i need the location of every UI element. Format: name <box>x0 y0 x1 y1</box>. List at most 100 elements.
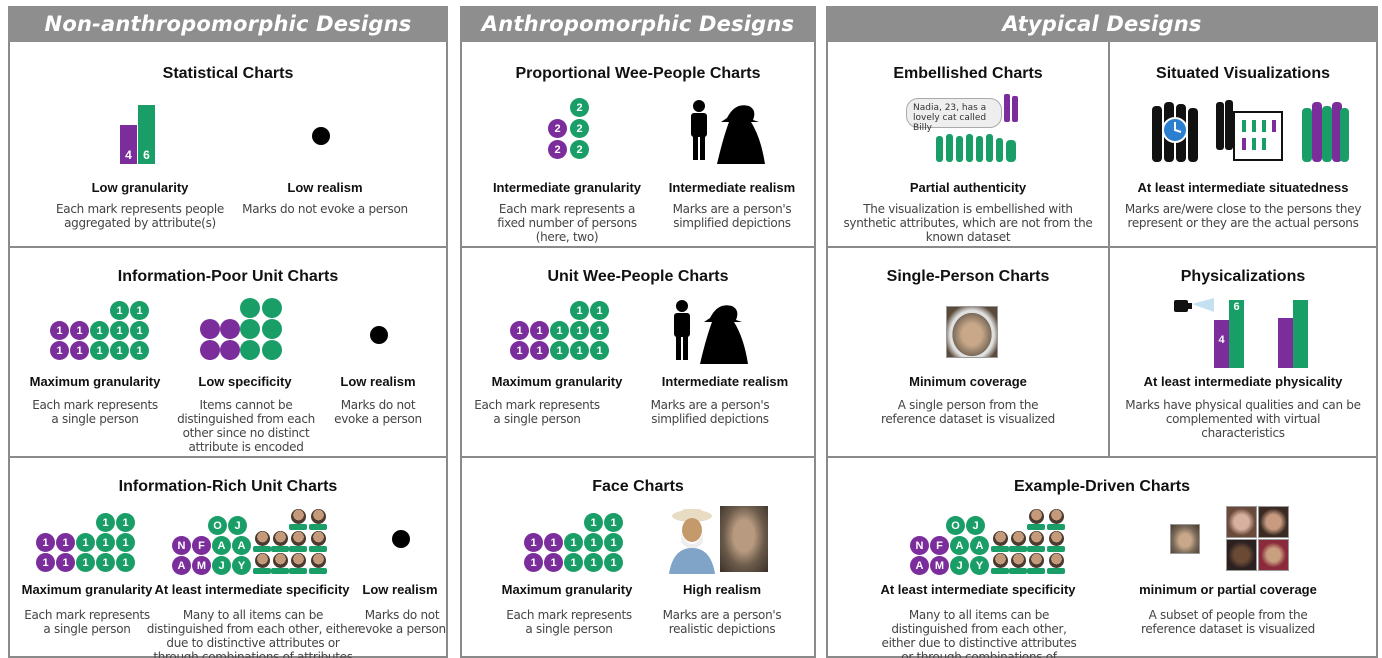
cell-physicalizations: Physicalizations 4 6 At least intermedia… <box>1110 248 1376 456</box>
letter-dot: J <box>966 516 985 535</box>
person-photo <box>946 306 998 358</box>
face-photo <box>1258 506 1289 538</box>
letter-dot: Y <box>232 556 251 575</box>
label-max-granularity: Maximum granularity <box>29 374 161 389</box>
face-photo <box>1226 539 1257 571</box>
unit-dot: 1 <box>96 533 115 552</box>
unit-dot: 1 <box>524 553 543 572</box>
cell-proportional-wee-people: Proportional Wee-People Charts 2 2 2 2 2… <box>462 42 814 246</box>
letter-dot: A <box>970 536 989 555</box>
name-tag <box>1027 568 1045 574</box>
dot <box>240 340 260 360</box>
cell-title: Embellished Charts <box>893 65 1043 82</box>
dot: 2 <box>570 119 589 138</box>
unit-dot: 1 <box>116 553 135 572</box>
unit-dot: 1 <box>110 321 129 340</box>
dot: 2 <box>570 140 589 159</box>
face-avatar-icon <box>310 530 327 547</box>
face-avatar-icon <box>1010 530 1027 547</box>
unit-dot: 1 <box>564 553 583 572</box>
black-dot-icon <box>370 326 388 344</box>
name-tag <box>1047 546 1065 552</box>
unit-dot: 1 <box>584 553 603 572</box>
label-low-granularity: Low granularity <box>91 180 189 195</box>
desc-low-realism: Marks do not evoke a person <box>242 202 408 216</box>
unit-dot: 1 <box>56 533 75 552</box>
unit-dot: 1 <box>50 321 69 340</box>
label-max-granularity: Maximum granularity <box>501 582 633 597</box>
dot: 2 <box>548 140 567 159</box>
unit-dot: 1 <box>530 321 549 340</box>
speech-bubble: Nadia, 23, has a lovely cat called Billy <box>906 98 1002 133</box>
label-low-realism: Low realism <box>340 374 416 389</box>
face-avatar-icon <box>254 530 271 547</box>
unit-dot: 1 <box>570 321 589 340</box>
desc-max-granularity: Each mark represents a single person <box>24 608 150 636</box>
unit-dot: 1 <box>570 341 589 360</box>
label-intermediate-realism: Intermediate realism <box>661 374 789 389</box>
divider <box>828 246 1376 248</box>
face-avatar-icon <box>272 552 289 569</box>
unit-dot: 1 <box>96 513 115 532</box>
face-avatar-icon <box>310 508 327 525</box>
label-specificity: At least intermediate specificity <box>880 582 1076 597</box>
people-silhouettes-icon <box>936 94 1018 162</box>
person-photo <box>1170 524 1200 554</box>
label-intermediate-granularity: Intermediate granularity <box>492 180 642 195</box>
face-avatar-icon <box>290 508 307 525</box>
letter-dot: F <box>192 536 211 555</box>
face-avatar-icon <box>1028 552 1045 569</box>
unit-dot: 1 <box>116 533 135 552</box>
crowd-clock-icon <box>1152 102 1198 162</box>
unit-dot: 1 <box>50 341 69 360</box>
bubble-text: Nadia, 23, has a lovely cat called Billy <box>913 103 987 133</box>
label-coverage: minimum or partial coverage <box>1139 582 1317 597</box>
unit-dot: 1 <box>70 341 89 360</box>
face-avatar-icon <box>1048 508 1065 525</box>
label-intermediate-realism: Intermediate realism <box>668 180 796 195</box>
face-avatar-icon <box>1028 508 1045 525</box>
face-avatar-icon <box>1010 552 1027 569</box>
unit-dot: 1 <box>544 553 563 572</box>
unit-dot: 1 <box>90 321 109 340</box>
letter-dot: A <box>950 536 969 555</box>
letter-dot: F <box>930 536 949 555</box>
cell-title: Information-Rich Unit Charts <box>118 478 338 495</box>
desc-situatedness: Marks are/were close to the persons they… <box>1124 202 1362 230</box>
divider <box>828 456 1376 458</box>
desc-low-granularity: Each mark represents people aggregated b… <box>55 202 224 230</box>
unit-dot: 1 <box>550 321 569 340</box>
letter-dot: O <box>946 516 965 535</box>
cell-single-person-charts: Single-Person Charts Minimum coverage A … <box>828 248 1108 456</box>
divider <box>462 246 814 248</box>
face-avatar-icon <box>310 552 327 569</box>
unit-dot: 1 <box>590 301 609 320</box>
letter-dot: A <box>910 556 929 575</box>
name-tag <box>1009 546 1027 552</box>
desc-low-specificity: Items cannot be distinguished from each … <box>177 398 315 454</box>
face-avatar-icon <box>1048 530 1065 547</box>
column-header: Anthropomorphic Designs <box>460 6 816 42</box>
unit-dot: 1 <box>56 553 75 572</box>
column-atypical: Atypical Designs Embellished Charts Nadi… <box>826 6 1378 658</box>
bar-purple <box>1278 318 1293 368</box>
dot <box>262 340 282 360</box>
bar-chart-icon: 4 6 <box>120 104 160 164</box>
dot: 2 <box>548 119 567 138</box>
desc-specificity: Many to all items can be distinguished f… <box>881 608 1077 658</box>
cell-title: Proportional Wee-People Charts <box>515 65 761 82</box>
column-header: Non-anthropomorphic Designs <box>8 6 448 42</box>
letter-dot: A <box>232 536 251 555</box>
desc-minimum-coverage: A single person from the reference datas… <box>880 398 1055 426</box>
label-minimum-coverage: Minimum coverage <box>909 374 1027 389</box>
wee-people-icon <box>674 300 748 364</box>
letter-dot: O <box>208 516 227 535</box>
cell-title: Single-Person Charts <box>886 268 1050 285</box>
unit-dot: 1 <box>110 301 129 320</box>
name-tag <box>1009 568 1027 574</box>
black-dot-icon <box>392 530 410 548</box>
face-photo <box>720 506 768 572</box>
bar-green: 6 <box>138 105 155 164</box>
